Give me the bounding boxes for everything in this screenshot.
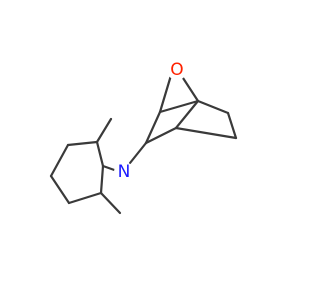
oxygen-atom-label: O	[170, 60, 183, 80]
bond-cy-2-3	[66, 140, 99, 147]
bond-c-bridge	[158, 99, 200, 114]
bond-o-bridgehead-left	[158, 70, 174, 114]
nitrogen-label-background	[114, 162, 134, 182]
oxygen-label-background	[167, 60, 187, 80]
bond-ring-c-d	[226, 111, 238, 140]
bond-cy-3-4	[49, 143, 70, 178]
structure-canvas: O N	[49, 60, 238, 215]
bond-cy-5-6	[67, 191, 103, 205]
bond-cy-6-1	[99, 164, 105, 195]
molecule-diagram: O N	[49, 60, 238, 215]
bond-cn-to-bridgehead	[144, 126, 178, 145]
bond-c-to-n	[128, 141, 148, 165]
bond-ring-d-bridgehead	[174, 126, 238, 140]
bond-bridgehead-ring-b	[196, 99, 230, 115]
bond-o-bridgehead-right	[181, 76, 200, 103]
bond-cy-4-5	[49, 174, 71, 205]
bond-bridge-to-cn	[144, 110, 162, 145]
bond-methyl-upper	[95, 117, 113, 144]
nitrogen-atom-label: N	[118, 162, 131, 182]
bond-cy-1-2	[95, 140, 105, 168]
bond-bridgehead-ring-a	[174, 99, 200, 130]
bond-methyl-lower	[99, 191, 122, 215]
